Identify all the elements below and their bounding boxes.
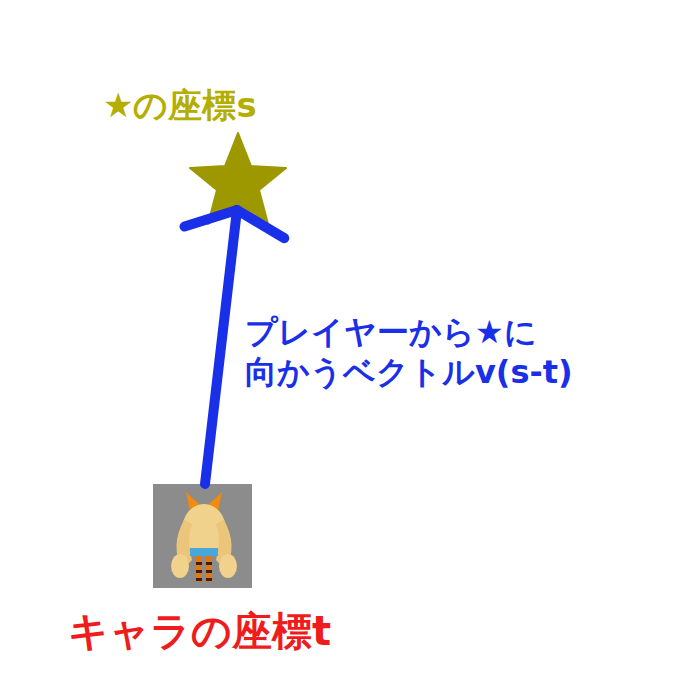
arrow-head bbox=[185, 210, 285, 238]
character-picture bbox=[153, 484, 252, 588]
vector-line bbox=[205, 210, 237, 484]
vector-label: プレイヤーから★に 向かうベクトルv(s-t) bbox=[245, 312, 690, 392]
coordinate-label: ★の座標s bbox=[103, 86, 257, 125]
coordinate-label: キャラの座標t bbox=[68, 608, 331, 654]
star-node: ★の座標s bbox=[95, 86, 335, 210]
character-node: キャラの座標t bbox=[58, 484, 388, 662]
